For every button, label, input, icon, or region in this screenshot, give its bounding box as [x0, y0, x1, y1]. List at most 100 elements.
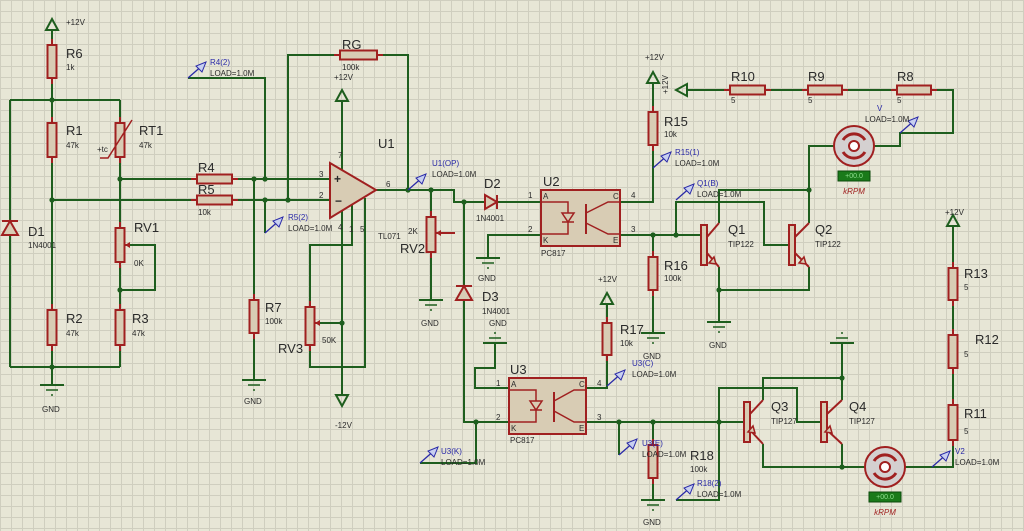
- resistor-r4[interactable]: [191, 173, 238, 185]
- power-terminal: [334, 87, 350, 102]
- voltage-probe-icon[interactable]: [606, 369, 626, 387]
- power-terminal: [945, 212, 961, 227]
- label-components-r6-value: 1k: [66, 63, 75, 72]
- voltage-probe-icon[interactable]: [675, 183, 695, 201]
- transistor-q2[interactable]: [788, 222, 810, 268]
- voltage-probe-icon[interactable]: [652, 151, 672, 169]
- wire: [188, 77, 266, 179]
- resistor-r8[interactable]: [891, 84, 937, 96]
- junction-dot: [716, 287, 722, 293]
- voltage-probe-icon[interactable]: [899, 116, 919, 134]
- potentiometer-rv1[interactable]: [114, 222, 131, 268]
- transistor-q4[interactable]: [820, 399, 843, 445]
- probe-load: LOAD=1.0M: [288, 224, 333, 233]
- probe-load: LOAD=1.0M: [432, 170, 477, 179]
- label-components-r18-value: 100k: [690, 465, 708, 474]
- junction-dot: [49, 97, 55, 103]
- probe-name: R5(2): [288, 213, 308, 222]
- transistor-q3[interactable]: [743, 399, 764, 445]
- resistor-r2[interactable]: [46, 304, 58, 351]
- label-components-r3-value: 47k: [132, 329, 146, 338]
- diode-d2[interactable]: [484, 193, 499, 211]
- voltage-probe-icon[interactable]: [931, 450, 951, 468]
- label-components-u1-pins-2: 6: [386, 180, 391, 189]
- resistor-rg[interactable]: [334, 49, 383, 61]
- junction-dot: [616, 419, 622, 425]
- resistor-r1[interactable]: [46, 117, 58, 163]
- label-components-u1-value: TL071: [378, 232, 401, 241]
- resistor-r12[interactable]: [947, 329, 959, 374]
- voltage-probe-icon[interactable]: [264, 216, 284, 234]
- resistor-r15[interactable]: [647, 106, 659, 151]
- label-components-r10-value: 5: [731, 96, 736, 105]
- svg-text:−: −: [335, 194, 342, 208]
- label-power-vcc: +12V: [645, 53, 665, 62]
- label-components-q2-ref: Q2: [815, 222, 832, 237]
- label-components-u1-pins-5: 1: [349, 225, 354, 234]
- wire: [676, 422, 720, 501]
- potentiometer-rv2[interactable]: [425, 211, 456, 258]
- label-components-r1-ref: R1: [66, 123, 83, 138]
- wire: [719, 267, 810, 291]
- junction-dot: [251, 176, 257, 182]
- label-components-r5-value: 10k: [198, 208, 212, 217]
- label-power-vcc: +12V: [945, 208, 965, 217]
- diode-d1[interactable]: [0, 218, 20, 236]
- resistor-r17[interactable]: [601, 317, 613, 361]
- transistor-q1[interactable]: [700, 222, 720, 268]
- label-components-r11-ref: R11: [964, 406, 987, 421]
- wire: [762, 444, 865, 468]
- rpm-display: [837, 170, 871, 182]
- label-components-u2-ref: U2: [543, 174, 560, 189]
- label-components-r9-ref: R9: [808, 69, 825, 84]
- voltage-probe-icon[interactable]: [618, 438, 638, 456]
- resistor-r7[interactable]: [248, 294, 260, 339]
- label-components-opto_pins-p3: 3: [597, 413, 602, 422]
- resistor-r16[interactable]: [647, 251, 659, 296]
- dc-motor-1[interactable]: [833, 125, 875, 182]
- label-components-rv1-ref: RV1: [134, 220, 159, 235]
- power-terminal: [673, 82, 688, 98]
- voltage-probe-icon[interactable]: [187, 61, 207, 79]
- optocoupler-u2[interactable]: [540, 189, 621, 247]
- label-components-rv2-ref: RV2: [400, 241, 425, 256]
- label-components-opto_pins-k: K: [543, 236, 549, 245]
- label-components-u1-pins-3: 7: [338, 151, 343, 160]
- thermistor-rt1[interactable]: [100, 117, 133, 163]
- junction-dot: [428, 187, 434, 193]
- junction-dot: [262, 176, 268, 182]
- ground-symbol: [483, 332, 507, 344]
- svg-text:+: +: [334, 172, 341, 186]
- resistor-r9[interactable]: [802, 84, 848, 96]
- voltage-probe-icon[interactable]: [407, 173, 427, 191]
- dc-motor-2[interactable]: [864, 446, 906, 503]
- junction-dot: [117, 287, 123, 293]
- voltage-probe-icon[interactable]: [419, 446, 439, 464]
- junction-dot: [839, 375, 845, 381]
- label-components-r16-ref: R16: [664, 258, 688, 273]
- label-components-rt1-tc: +tc: [97, 145, 108, 154]
- labels: +12V+12V+12V+12V+12V-12VGNDGNDGNDGNDGNDG…: [28, 18, 1000, 527]
- label-components-u1-pins-4: 4: [338, 223, 343, 232]
- opamp-u1[interactable]: +−: [329, 161, 378, 220]
- resistor-r6[interactable]: [46, 39, 58, 84]
- voltage-probe-icon[interactable]: [675, 483, 695, 501]
- junction-dot: [49, 364, 55, 370]
- label-components-r18-ref: R18: [690, 448, 714, 463]
- ground-symbol: [641, 332, 665, 344]
- optocoupler-u3[interactable]: [508, 377, 587, 435]
- resistor-r18[interactable]: [647, 439, 659, 484]
- resistor-r3[interactable]: [114, 304, 126, 351]
- resistor-r10[interactable]: [724, 84, 771, 96]
- resistor-r5[interactable]: [191, 194, 238, 206]
- diode-d3[interactable]: [454, 283, 474, 301]
- ground-symbol: [40, 384, 64, 396]
- label-components-r12-ref: R12: [975, 332, 999, 347]
- potentiometer-rv3[interactable]: [304, 301, 321, 351]
- resistor-r13[interactable]: [947, 262, 959, 306]
- label-components-r11-value: 5: [964, 427, 969, 436]
- label-components-rg-value: 100k: [342, 63, 360, 72]
- probe-name: R15(1): [675, 148, 700, 157]
- resistor-r11[interactable]: [947, 399, 959, 446]
